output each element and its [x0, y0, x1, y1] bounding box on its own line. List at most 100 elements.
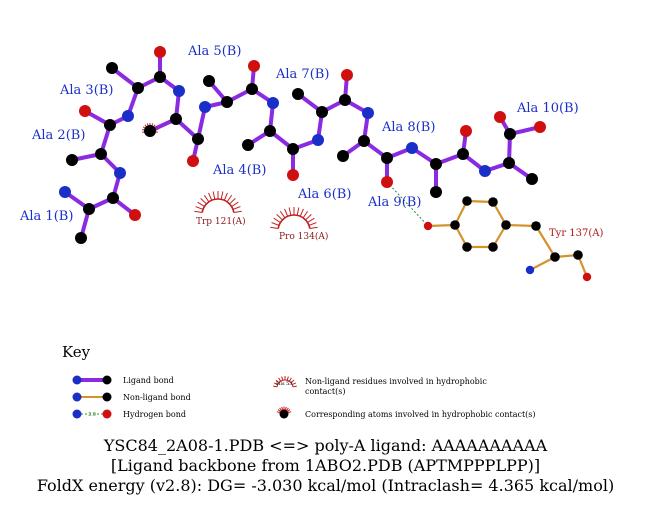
- legend-hydrophobic-arc-spoke: [273, 382, 278, 386]
- hydrophobic-arc-pro-134-spoke: [299, 208, 304, 217]
- legend-hydrophobic-atom-arc-spoke: [286, 407, 289, 411]
- atom-ty_c: [573, 250, 583, 260]
- atom-c7: [339, 94, 351, 106]
- hydrophobic-arc-pro-134-spoke: [276, 214, 283, 221]
- hydrophobic-residue-label-trp-121: Trp 121(A): [196, 216, 246, 227]
- atom-cb6: [242, 139, 254, 151]
- atom-o10b: [494, 111, 506, 123]
- residue-label-ala-9: Ala 9(B): [367, 195, 421, 210]
- hydrophobic-arc-pro-134-spoke: [279, 210, 286, 219]
- atom-c5: [246, 83, 258, 95]
- atom-c10: [504, 128, 516, 140]
- atom-o5: [248, 60, 260, 72]
- atom-ty_cd1: [488, 197, 498, 207]
- atom-layer: [59, 46, 592, 282]
- hydrophobic-arc-trp-121-spoke: [226, 194, 233, 203]
- legend-hydrophobic-atom-arc-spoke: [288, 411, 292, 414]
- legend-hydrophobic-residues-text: Non-ligand residues involved in hydropho…: [305, 377, 489, 396]
- atom-ty_cg: [501, 220, 511, 230]
- legend-ligand-bond-atom-n: [72, 375, 82, 385]
- legend: Key Ligand bond Non-ligand bond 3.0 Hydr…: [62, 343, 536, 419]
- hydrophobic-arc-trp-121-spoke: [223, 192, 228, 201]
- atom-o9: [460, 125, 472, 137]
- atom-n6: [267, 97, 279, 109]
- residue-label-ala-6: Ala 6(B): [297, 187, 351, 202]
- legend-hbond-text: Hydrogen bond: [123, 410, 186, 419]
- residue-label-ala-10: Ala 10(B): [516, 101, 579, 116]
- atom-c6: [287, 143, 299, 155]
- atom-o6: [287, 169, 299, 181]
- legend-hydrophobic-arc-spoke: [290, 379, 295, 384]
- legend-hydrophobic-arc-spoke: [286, 376, 289, 381]
- atom-cb5: [203, 75, 215, 87]
- hydrophobic-arc-trp-121-spoke: [200, 198, 207, 205]
- legend-nonligand-bond-atom-n: [72, 392, 82, 402]
- atom-cb10: [526, 173, 538, 185]
- legend-hydrophobic-atom-arc-spoke: [287, 409, 291, 412]
- residue-label-ala-8: Ala 8(B): [381, 120, 435, 135]
- legend-hydrophobic-atom-arc-spoke: [277, 409, 281, 412]
- hydrophobic-arc-trp-121: [201, 198, 235, 213]
- atom-c1: [107, 192, 119, 204]
- legend-hydrophobic-arc-spoke: [275, 379, 280, 384]
- residue-label-ala-3: Ala 3(B): [59, 83, 113, 98]
- atom-n7: [312, 134, 324, 146]
- atom-c8: [381, 152, 393, 164]
- hydrophobic-arc-trp-121-spoke: [195, 206, 204, 210]
- residue-label-ala-2: Ala 2(B): [31, 128, 85, 143]
- atom-n8: [362, 107, 374, 119]
- hydrophobic-arc-pro-134-spoke: [296, 207, 300, 216]
- atom-cb1: [75, 232, 87, 244]
- atom-ty_cz: [450, 220, 460, 230]
- hbond-residue-label-tyr-137: Tyr 137(A): [549, 228, 603, 239]
- legend-hydrophobic-residues-text-line: Non-ligand residues involved in hydropho…: [305, 377, 487, 386]
- atom-cb2: [66, 154, 78, 166]
- atom-ty_ce1: [462, 196, 472, 206]
- atom-o1: [129, 209, 141, 221]
- legend-hydrophobic-atom-arc-spoke: [279, 407, 282, 411]
- atom-ca6: [264, 125, 276, 137]
- atom-ca2: [95, 148, 107, 160]
- atom-cb7: [292, 88, 304, 100]
- atom-o4: [187, 155, 199, 167]
- atom-ty_cd2: [488, 242, 498, 252]
- hydrophobic-arc-pro-134-spoke: [284, 208, 289, 217]
- hydrophobic-arc-pro-134-spoke: [308, 222, 317, 226]
- atom-o2: [79, 105, 91, 117]
- atom-ca3: [132, 82, 144, 94]
- legend-hydrophobic-atom: [279, 409, 289, 419]
- legend-hydrophobic-arc-spoke: [273, 385, 278, 388]
- atom-o3: [154, 46, 166, 58]
- hydrophobic-arc-pro-134-spoke: [271, 222, 280, 226]
- hydrophobic-arc-pro-134-spoke: [270, 226, 279, 229]
- hydrophobic-residue-label-pro-134: Pro 134(A): [279, 231, 328, 242]
- atom-cb4: [144, 125, 156, 137]
- atom-ca9: [430, 158, 442, 170]
- hydrophobic-arc-trp-121-spoke: [233, 210, 242, 213]
- atom-ty_n: [525, 265, 535, 275]
- footer-line-3: FoldX energy (v2.8): DG= -3.030 kcal/mol…: [36, 476, 615, 495]
- legend-title: Key: [62, 343, 91, 361]
- atom-n10: [479, 165, 491, 177]
- hydrophobic-arc-pro-134-spoke: [309, 226, 318, 229]
- legend-hbond-distance: 3.0: [88, 412, 96, 418]
- legend-hydrophobic-arc-spoke: [292, 385, 297, 388]
- legend-hydrophobic-atom-arc-spoke: [284, 406, 287, 410]
- atom-c9: [457, 148, 469, 160]
- legend-hbond-atom-o: [102, 409, 112, 419]
- atom-n3: [122, 110, 134, 122]
- hydrophobic-arc-pro-134-spoke: [288, 207, 292, 216]
- atom-c2: [104, 119, 116, 131]
- residue-label-ala-4: Ala 4(B): [212, 163, 266, 178]
- legend-ligand-bond-atom-c: [102, 375, 112, 385]
- atom-n4: [173, 85, 185, 97]
- legend-ligand-bond-text: Ligand bond: [123, 376, 174, 385]
- hydrophobic-arc-trp-121-spoke: [232, 206, 241, 210]
- legend-hydrophobic-icon: [273, 376, 297, 388]
- atom-n5: [199, 101, 211, 113]
- hydrophobic-arc-pro-134-spoke: [273, 217, 281, 223]
- nonligand-bond: [505, 223, 537, 228]
- legend-hydrophobic-arc-spoke: [278, 377, 282, 382]
- hydrophobic-arc-trp-121-spoke: [229, 198, 236, 205]
- atom-o8: [381, 176, 393, 188]
